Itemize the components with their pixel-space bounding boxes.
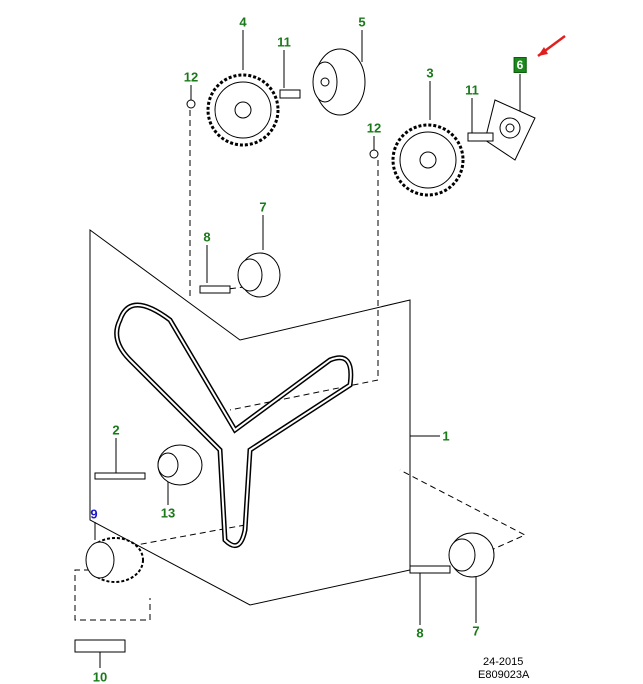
bolts (74, 89, 494, 653)
callout-10[interactable]: 10 (92, 669, 108, 684)
crank-pulley-9 (85, 537, 144, 583)
camshaft-pulley-3 (391, 123, 465, 197)
timing-belt (114, 302, 354, 549)
callout-12[interactable]: 12 (183, 69, 199, 85)
diagram-reference: 24-2015 (483, 656, 524, 668)
callout-7[interactable]: 7 (259, 199, 267, 215)
callout-11[interactable]: 11 (277, 34, 291, 50)
camshaft-pulley-4 (206, 73, 280, 147)
tensioner-13 (157, 444, 203, 486)
callout-9[interactable]: 9 (90, 506, 98, 522)
hub-6 (484, 99, 536, 161)
callout-2[interactable]: 2 (112, 422, 120, 438)
callout-6-highlighted[interactable]: 6 (513, 57, 527, 73)
callout-1[interactable]: 1 (442, 428, 450, 444)
callout-8[interactable]: 8 (203, 229, 211, 245)
idler-7-top (237, 252, 281, 298)
callout-7[interactable]: 7 (472, 623, 480, 639)
callout-12[interactable]: 12 (366, 120, 382, 136)
callout-5[interactable]: 5 (358, 14, 366, 30)
pulley-5 (312, 48, 366, 116)
callout-13[interactable]: 13 (160, 505, 176, 521)
diagram-code: E809023A (478, 669, 530, 681)
callout-11[interactable]: 11 (465, 82, 479, 98)
callout-8[interactable]: 8 (416, 625, 424, 641)
callout-3[interactable]: 3 (426, 65, 434, 81)
callout-4[interactable]: 4 (239, 14, 247, 30)
idler-7-bottom (448, 532, 495, 578)
